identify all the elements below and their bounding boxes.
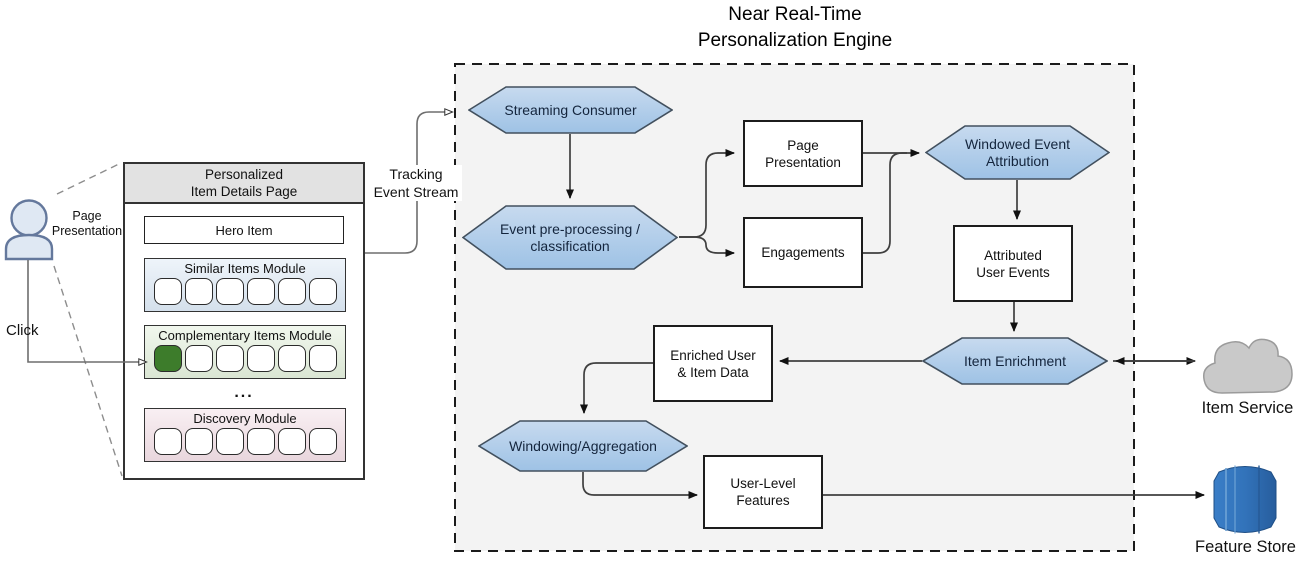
title-line-2: Personalization Engine (697, 30, 893, 51)
item-placeholder (215, 428, 244, 455)
item-row (153, 278, 337, 305)
item-placeholder (184, 345, 213, 372)
mockup-header: Personalized Item Details Page (125, 164, 363, 204)
node-user-level-features: User-Level Features (703, 455, 823, 529)
tracking-label-line-2: Event Stream (373, 184, 459, 200)
tracking-event-stream-label: Tracking Event Stream (370, 165, 462, 201)
node-item-enrichment: Item Enrichment (922, 337, 1108, 385)
tracking-label-line-1: Tracking (389, 166, 443, 182)
item-service-label: Item Service (1201, 399, 1294, 417)
item-placeholder (277, 278, 306, 305)
page-title: Near Real-Time Personalization Engine (595, 2, 995, 54)
actor-label-line-1: Page (72, 209, 102, 223)
cloud-icon (1202, 338, 1293, 394)
node-windowed-event-attribution: Windowed Event Attribution (925, 125, 1110, 180)
node-attributed-user-events: Attributed User Events (953, 225, 1073, 302)
item-placeholder (308, 278, 337, 305)
similar-items-module: Similar Items Module (144, 258, 346, 312)
item-placeholder (184, 428, 213, 455)
item-row (153, 345, 337, 372)
node-streaming-consumer: Streaming Consumer (468, 86, 673, 134)
node-label: Item Enrichment (964, 352, 1066, 369)
actor-page-presentation-label: Page Presentation (48, 209, 126, 239)
complementary-items-module: Complementary Items Module (144, 325, 346, 379)
node-label: Windowed Event Attribution (964, 135, 1071, 169)
item-placeholder (308, 428, 337, 455)
mockup-header-line-2: Item Details Page (190, 184, 298, 199)
node-label: Streaming Consumer (504, 101, 637, 118)
node-page-presentation: Page Presentation (743, 120, 863, 187)
node-enriched-user-item-data: Enriched User & Item Data (653, 325, 773, 402)
item-placeholder (246, 428, 275, 455)
module-label: Discovery Module (193, 411, 297, 426)
node-label: Windowing/Aggregation (509, 437, 657, 454)
item-placeholder (184, 278, 213, 305)
user-icon (4, 199, 54, 261)
module-label: Complementary Items Module (158, 328, 332, 343)
item-placeholder (277, 428, 306, 455)
item-placeholder (277, 345, 306, 372)
actor-label-line-2: Presentation (51, 224, 123, 238)
item-placeholder (308, 345, 337, 372)
title-line-1: Near Real-Time (728, 4, 862, 25)
item-placeholder (153, 428, 182, 455)
hero-item-box: Hero Item (144, 216, 344, 244)
more-modules-ellipsis: ... (234, 384, 254, 401)
item-placeholder (215, 278, 244, 305)
node-event-preprocessing: Event pre-processing / classification (462, 205, 678, 270)
node-windowing-aggregation: Windowing/Aggregation (478, 420, 688, 472)
mockup-header-line-1: Personalized (204, 167, 284, 182)
discovery-module: Discovery Module (144, 408, 346, 462)
item-placeholder (215, 345, 244, 372)
database-icon (1213, 465, 1277, 534)
click-label: Click (6, 322, 39, 339)
node-label: Event pre-processing / classification (499, 220, 641, 254)
item-details-page-mockup: Personalized Item Details Page Hero Item… (123, 162, 365, 480)
item-placeholder (153, 278, 182, 305)
module-label: Similar Items Module (184, 261, 306, 276)
projection-line-top (56, 162, 122, 195)
item-placeholder (246, 278, 275, 305)
item-placeholder (246, 345, 275, 372)
projection-line-bottom (53, 265, 123, 477)
feature-store-label: Feature Store (1195, 538, 1296, 556)
clicked-item[interactable] (153, 345, 182, 372)
item-row (153, 428, 337, 455)
node-engagements: Engagements (743, 217, 863, 288)
